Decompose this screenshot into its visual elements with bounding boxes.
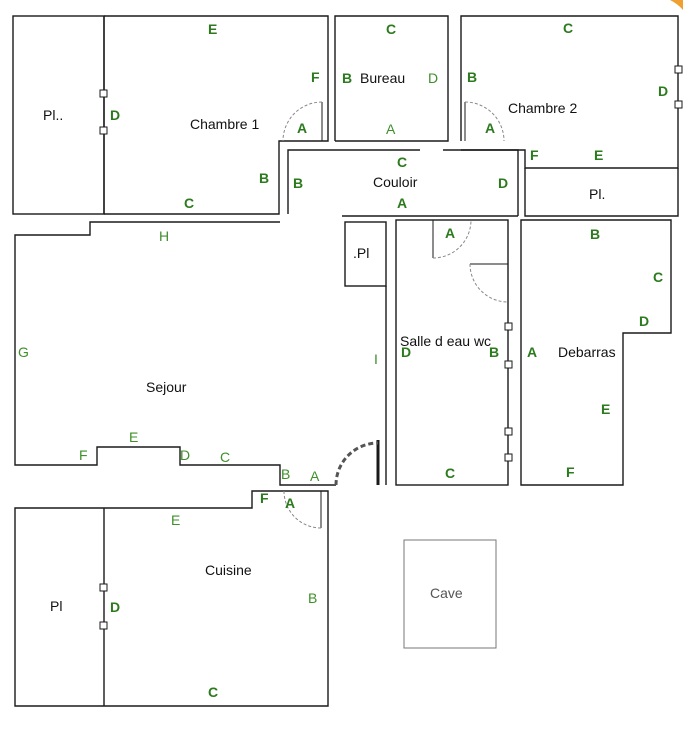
wall-label: B <box>259 170 269 186</box>
wall-label: D <box>110 107 120 123</box>
wall-chambre2 <box>460 15 679 169</box>
wall-label: E <box>594 147 603 163</box>
wall-label: B <box>308 590 317 606</box>
room-label-couloir: Couloir <box>373 174 418 190</box>
wall-label: B <box>590 226 600 242</box>
wall-chambre1 <box>104 15 329 215</box>
wall-bureau <box>334 15 449 142</box>
room-label-pl-right: Pl. <box>589 186 605 202</box>
window-marker <box>99 126 108 135</box>
wall-label: C <box>653 269 663 285</box>
wall-debarras <box>520 219 672 486</box>
wall-label: E <box>601 401 610 417</box>
wall-label: A <box>445 225 455 241</box>
room-label-debarras: Debarras <box>558 344 616 360</box>
room-label-cave: Cave <box>430 585 463 601</box>
wall-label: H <box>159 228 169 244</box>
wall-label: C <box>563 20 573 36</box>
wall-label: B <box>467 69 477 85</box>
wall-label: B <box>342 70 352 86</box>
wall-label: A <box>297 120 307 136</box>
wall-label: A <box>397 195 407 211</box>
window-marker <box>504 453 513 462</box>
wall-label: F <box>79 447 88 463</box>
wall-label: C <box>445 465 455 481</box>
room-label-pl-small: .Pl <box>353 245 369 261</box>
corner-decoration <box>670 0 683 10</box>
window-marker <box>99 621 108 630</box>
wall-label: A <box>310 468 320 484</box>
wall-label: G <box>18 344 29 360</box>
wall-label: I <box>374 351 378 367</box>
wall-label: F <box>530 147 539 163</box>
wall-pl-small <box>344 221 387 287</box>
window-marker <box>504 427 513 436</box>
window-marker <box>99 89 108 98</box>
window-marker <box>674 65 683 74</box>
wall-label: D <box>658 83 668 99</box>
wall-sejour <box>14 221 336 486</box>
wall-label: D <box>401 344 411 360</box>
room-label-chambre1: Chambre 1 <box>190 116 259 132</box>
wall-label: A <box>485 120 495 136</box>
wall-salle-eau <box>395 219 509 486</box>
wall-label: C <box>184 195 194 211</box>
wall-label: B <box>281 466 290 482</box>
wall-cuisine <box>14 490 329 707</box>
wall-label: D <box>639 313 649 329</box>
wall-label: D <box>428 70 438 86</box>
wall-label: D <box>110 599 120 615</box>
wall-label: D <box>498 175 508 191</box>
wall-pl-right <box>524 168 679 217</box>
door-chambre2 <box>464 101 505 142</box>
wall-couloir-top-right <box>443 149 519 216</box>
room-label-cuisine: Cuisine <box>205 562 252 578</box>
door-chambre1 <box>282 101 323 142</box>
cave-box <box>403 539 497 649</box>
room-label-chambre2: Chambre 2 <box>508 100 577 116</box>
wall-label: A <box>285 495 295 511</box>
room-label-sejour: Sejour <box>146 379 187 395</box>
window-marker <box>99 583 108 592</box>
wall-label: F <box>311 69 320 85</box>
room-label-bureau: Bureau <box>360 70 405 86</box>
wall-label: F <box>566 464 575 480</box>
wall-label: E <box>171 512 180 528</box>
wall-label: E <box>129 429 138 445</box>
window-marker <box>504 360 513 369</box>
wall-label: C <box>208 684 218 700</box>
wall-label: B <box>489 344 499 360</box>
room-label-pl-top-left: Pl.. <box>43 107 63 123</box>
door-sejour-entry <box>334 441 379 486</box>
window-marker <box>504 322 513 331</box>
wall-label: E <box>208 21 217 37</box>
wall-label: A <box>527 344 537 360</box>
wall-label: C <box>397 154 407 170</box>
wall-label: F <box>260 490 269 506</box>
window-marker <box>674 100 683 109</box>
wall-label: C <box>220 449 230 465</box>
room-label-salle-eau: Salle d eau wc <box>400 333 491 349</box>
wall-label: D <box>180 447 190 463</box>
door-salle-eau-top <box>432 219 472 259</box>
door-salle-eau-inner <box>469 263 509 303</box>
wall-couloir-top <box>287 149 420 214</box>
wall-label: B <box>293 175 303 191</box>
door-cuisine <box>283 490 322 529</box>
wall-label: C <box>386 21 396 37</box>
room-label-pl-bottom-left: Pl <box>50 598 62 614</box>
wall-label: A <box>386 121 396 137</box>
